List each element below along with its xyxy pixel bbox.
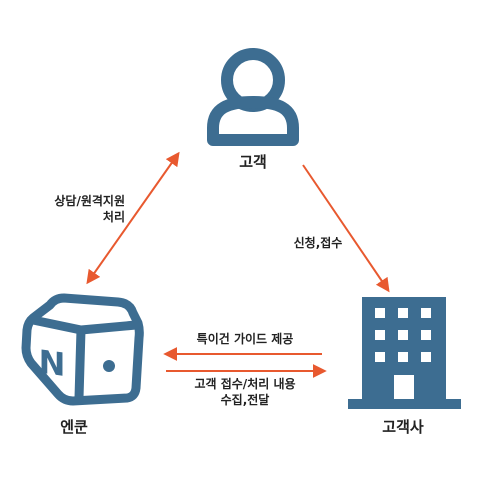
ncoon-logo-letter: N [39,343,66,385]
building-icon [348,297,461,409]
customer-label: 고객 [239,153,267,171]
arrow-customer-ncoon [86,151,180,285]
arrow-customer-company [302,164,390,293]
ncoon-cube-icon: N [21,293,144,406]
edge-label-collect-line2: 수집,전달 [221,392,270,407]
company-label: 고객사 [382,418,424,436]
edge-label-collect-line1: 고객 접수/처리 내용 [194,376,295,391]
ncoon-label: 엔쿤 [60,418,88,436]
edge-label-consult-line2: 처리 [103,209,125,224]
edge-label-apply: 신청,접수 [294,235,343,250]
edge-label-guide: 특이건 가이드 제공 [197,331,294,346]
edge-label-consult-line1: 상담/원격지원 [54,193,125,208]
customer-icon [207,48,299,146]
